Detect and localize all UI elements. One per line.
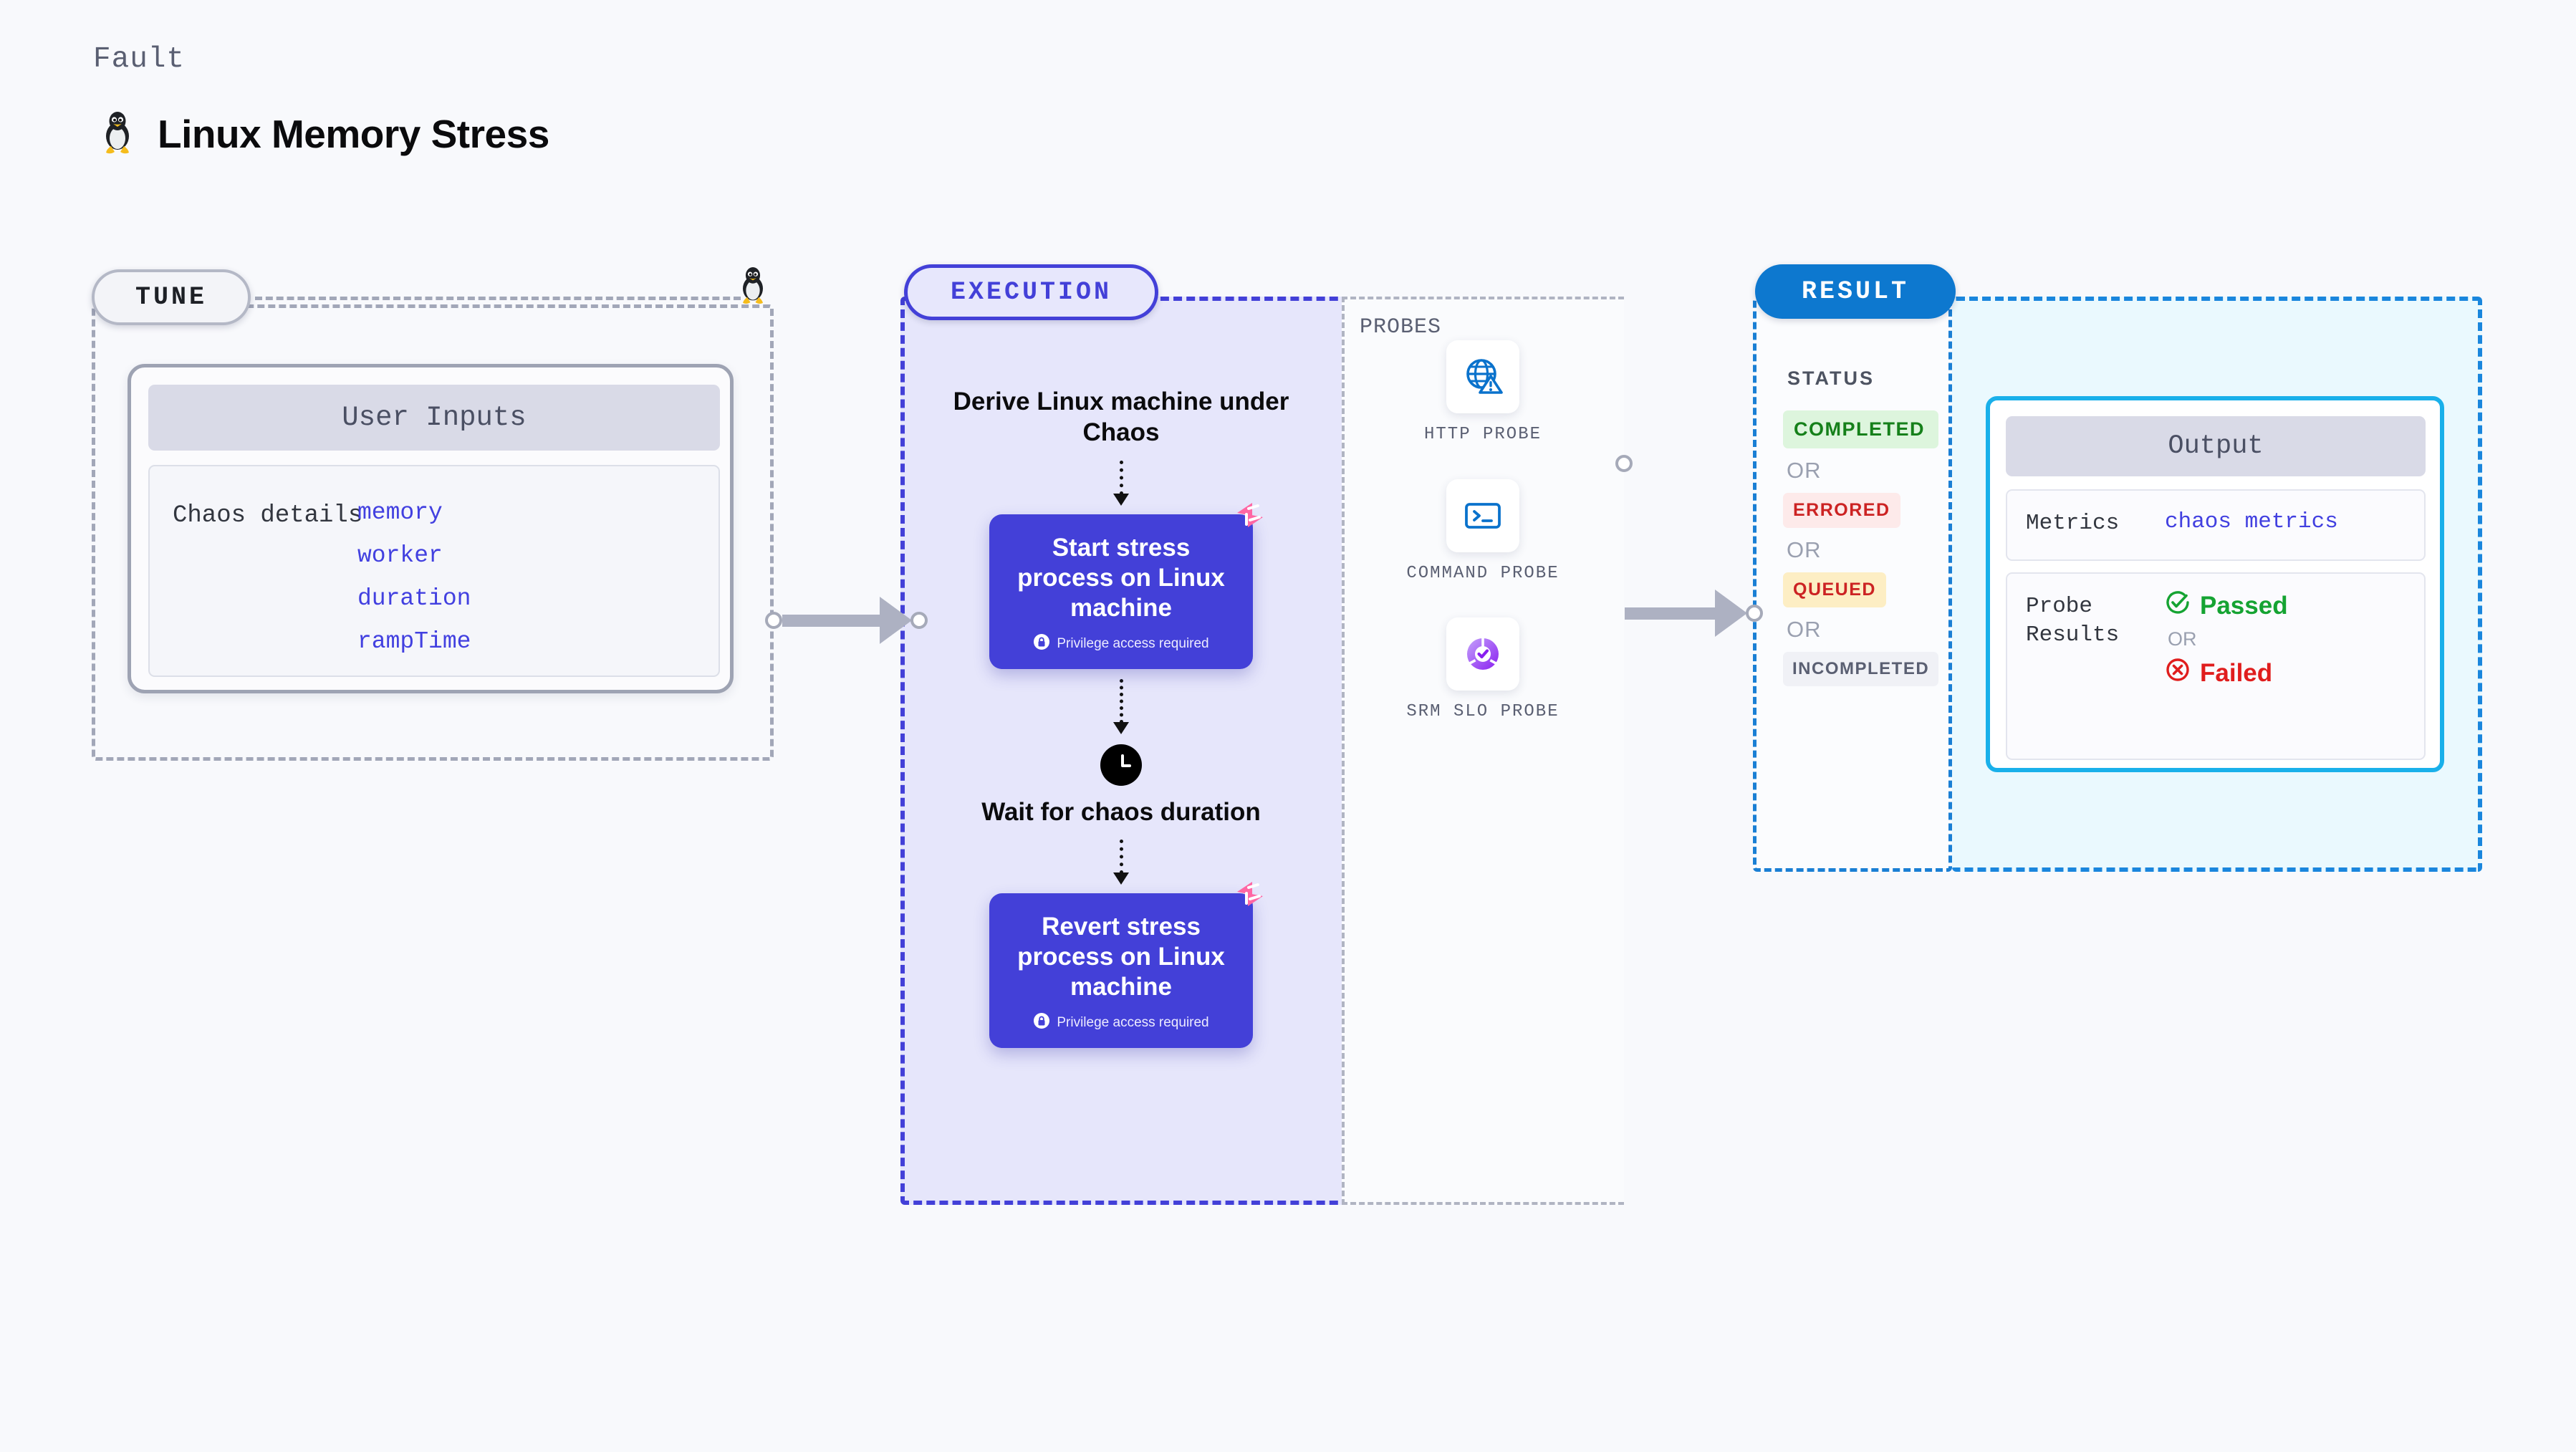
chaos-details-panel: Chaos details memory worker duration ram… bbox=[148, 465, 720, 677]
flow-arrow-1 bbox=[1113, 461, 1129, 506]
harness-logo-icon bbox=[1234, 879, 1266, 913]
output-metrics-row: Metrics chaos metrics bbox=[2006, 489, 2426, 561]
probe-item-command-label: COMMAND PROBE bbox=[1406, 563, 1559, 583]
clock-icon bbox=[1100, 744, 1142, 787]
privilege-note-start-label: Privilege access required bbox=[1057, 636, 1209, 652]
result-stage-pill[interactable]: RESULT bbox=[1755, 264, 1956, 319]
page-title: Linux Memory Stress bbox=[158, 111, 549, 156]
flow-arrow-2 bbox=[1113, 679, 1129, 735]
probe-result-failed: Failed bbox=[2165, 657, 2288, 689]
connector-start-node bbox=[765, 612, 782, 629]
status-or-1: OR bbox=[1787, 458, 1822, 483]
fault-kicker: Fault bbox=[93, 43, 186, 76]
probe-result-failed-label: Failed bbox=[2200, 658, 2273, 687]
privilege-note-start: Privilege access required bbox=[1004, 633, 1239, 655]
chaos-param-ramptime[interactable]: rampTime bbox=[357, 628, 471, 655]
check-circle-icon bbox=[2165, 590, 2191, 622]
probes-list: HTTP PROBE COMMAND PROBE bbox=[1342, 340, 1624, 723]
chaos-param-worker[interactable]: worker bbox=[357, 542, 443, 569]
tune-top-dashed-line bbox=[255, 297, 741, 300]
x-circle-icon bbox=[2165, 657, 2191, 689]
user-inputs-card: User Inputs Chaos details memory worker … bbox=[128, 364, 734, 693]
page-header: Fault Linux Memory Stress bbox=[93, 43, 549, 158]
probe-item-command[interactable]: COMMAND PROBE bbox=[1406, 479, 1559, 585]
probe-item-srm-slo[interactable]: SRM SLO PROBE bbox=[1406, 617, 1559, 723]
connector-shaft bbox=[782, 614, 880, 627]
flow-arrow-3 bbox=[1113, 840, 1129, 885]
exec-step-wait-label: Wait for chaos duration bbox=[981, 798, 1261, 827]
tune-stage-pill[interactable]: TUNE bbox=[92, 269, 251, 325]
tune-pill-label: TUNE bbox=[135, 283, 207, 312]
harness-logo-icon bbox=[1234, 500, 1266, 534]
probe-item-srm-slo-label: SRM SLO PROBE bbox=[1406, 702, 1559, 722]
status-badge-incompleted: INCOMPLETED bbox=[1783, 652, 1939, 686]
slo-donut-check-icon bbox=[1446, 617, 1519, 691]
output-metrics-key: Metrics bbox=[2026, 511, 2120, 536]
probes-edge-node bbox=[1615, 455, 1633, 472]
probe-result-passed: Passed bbox=[2165, 590, 2288, 622]
probe-item-http[interactable]: HTTP PROBE bbox=[1424, 340, 1542, 446]
fault-title-row: Linux Memory Stress bbox=[100, 110, 549, 158]
tune-stage-box bbox=[92, 304, 774, 761]
probe-result-or: OR bbox=[2168, 628, 2197, 650]
exec-step-derive-label: Derive Linux machine under Chaos bbox=[953, 388, 1289, 446]
output-probe-values: Passed OR Failed bbox=[2165, 590, 2288, 689]
privilege-note-revert-label: Privilege access required bbox=[1057, 1015, 1209, 1031]
chaos-details-label: Chaos details bbox=[173, 502, 363, 529]
globe-warning-icon bbox=[1446, 340, 1519, 413]
exec-step-revert-stress-card[interactable]: Revert stress process on Linux machine P… bbox=[989, 882, 1263, 1049]
probes-label: PROBES bbox=[1360, 315, 1442, 340]
status-badge-queued: QUEUED bbox=[1783, 572, 1886, 607]
status-or-3: OR bbox=[1787, 617, 1822, 642]
probes-sub-box bbox=[1342, 297, 1624, 1205]
execution-stage-pill[interactable]: EXECUTION bbox=[904, 264, 1158, 320]
connector-execution-to-result bbox=[1625, 590, 1763, 637]
connector-shaft bbox=[1625, 607, 1716, 620]
connector-end-node bbox=[1746, 605, 1763, 622]
exec-step-start-stress-card[interactable]: Start stress process on Linux machine Pr… bbox=[989, 503, 1263, 670]
output-metrics-value[interactable]: chaos metrics bbox=[2165, 509, 2338, 534]
privilege-note-revert: Privilege access required bbox=[1004, 1012, 1239, 1034]
connector-arrowhead bbox=[880, 597, 912, 644]
output-card-title: Output bbox=[2006, 416, 2426, 476]
linux-penguin-icon bbox=[738, 265, 768, 308]
status-badge-completed: COMPLETED bbox=[1783, 410, 1939, 448]
connector-end-node bbox=[910, 612, 928, 629]
probe-result-passed-label: Passed bbox=[2200, 591, 2288, 620]
probe-item-http-label: HTTP PROBE bbox=[1423, 425, 1542, 444]
status-badge-errored: ERRORED bbox=[1783, 493, 1900, 528]
status-or-2: OR bbox=[1787, 537, 1822, 562]
chaos-param-list: memory worker duration rampTime bbox=[357, 499, 471, 655]
exec-step-revert-stress-label: Revert stress process on Linux machine bbox=[1017, 913, 1225, 1001]
chaos-param-duration[interactable]: duration bbox=[357, 585, 471, 612]
chaos-param-memory[interactable]: memory bbox=[357, 499, 443, 526]
lock-icon bbox=[1033, 1012, 1050, 1034]
linux-penguin-icon bbox=[100, 110, 135, 158]
terminal-icon bbox=[1446, 479, 1519, 552]
execution-pill-label: EXECUTION bbox=[950, 278, 1112, 307]
connector-arrowhead bbox=[1715, 590, 1747, 637]
status-label: STATUS bbox=[1787, 367, 1875, 389]
status-list: COMPLETED OR ERRORED OR QUEUED OR INCOMP… bbox=[1783, 410, 1939, 686]
exec-step-start-stress-label: Start stress process on Linux machine bbox=[1017, 534, 1225, 622]
execution-flow: Derive Linux machine under Chaos Start s… bbox=[931, 387, 1311, 1049]
user-inputs-card-title: User Inputs bbox=[148, 385, 720, 451]
result-pill-label: RESULT bbox=[1801, 277, 1910, 306]
lock-icon bbox=[1033, 633, 1050, 655]
connector-tune-to-execution bbox=[765, 597, 928, 644]
